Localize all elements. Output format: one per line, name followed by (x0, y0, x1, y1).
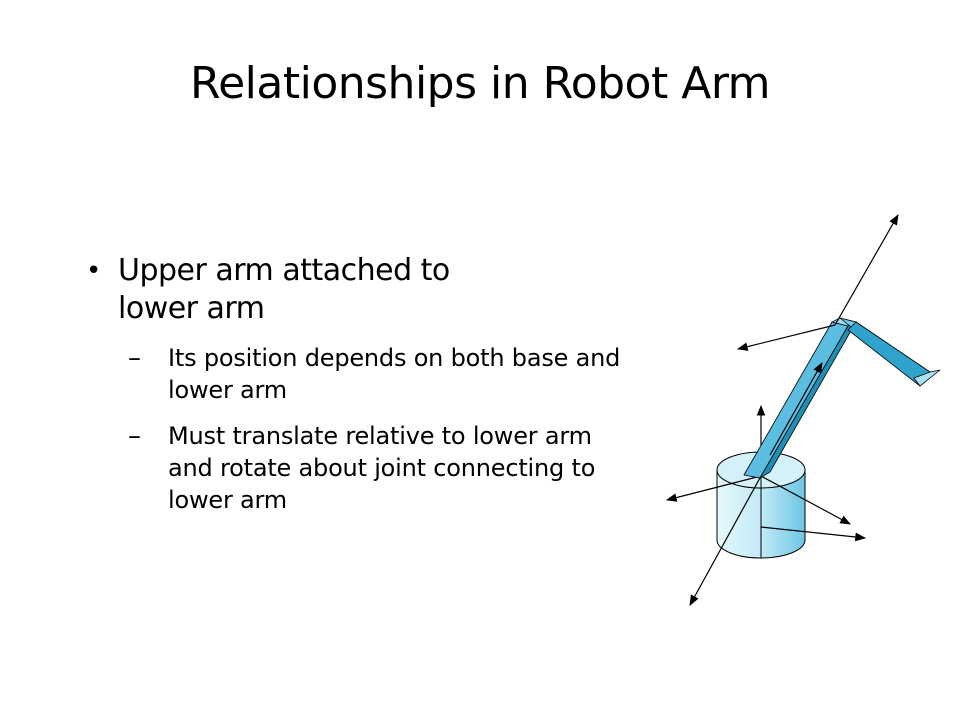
sub-bullet-text: Its position depends on both base and lo… (168, 344, 621, 404)
lower-arm-frame-axes (736, 214, 899, 456)
bullet-text: Upper arm attached to lower arm (118, 253, 450, 326)
upper-arm (839, 317, 941, 387)
sub-bullet-item: – Must translate relative to lower arm a… (128, 420, 626, 516)
slide-title: Relationships in Robot Arm (190, 58, 771, 109)
sub-bullet-marker: – (128, 421, 141, 451)
bullet-list: • Upper arm attached to lower arm – Its … (86, 252, 626, 530)
bullet-marker: • (86, 256, 101, 286)
sub-bullet-marker: – (128, 343, 141, 373)
lower-arm (743, 317, 858, 480)
sub-bullet-item: – Its position depends on both base and … (128, 342, 626, 406)
sub-bullet-list: – Its position depends on both base and … (118, 342, 626, 516)
robot-arm-diagram (665, 214, 941, 606)
bullet-item: • Upper arm attached to lower arm – Its … (86, 252, 626, 516)
sub-bullet-text: Must translate relative to lower arm and… (168, 422, 596, 514)
